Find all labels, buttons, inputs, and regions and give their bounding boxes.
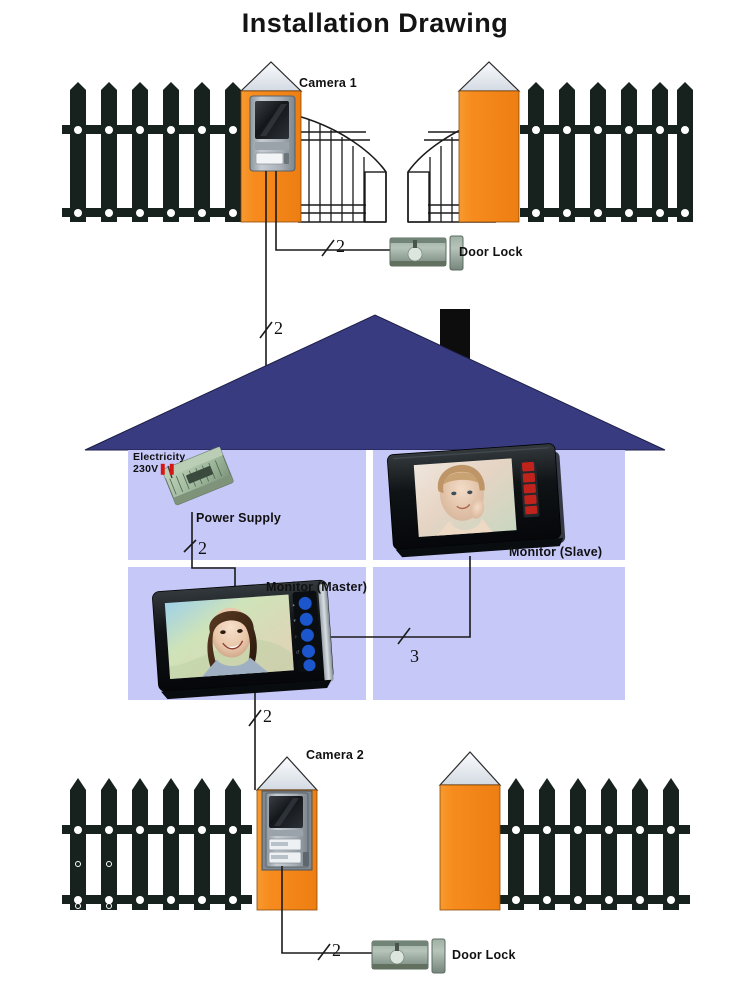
mains-plug-icon: ❚❚ [158,462,177,475]
camera-2-door-station[interactable] [261,790,313,871]
fence-top-left [62,82,252,222]
gate-pillar-bottom-right [438,751,502,911]
camera-1-door-station[interactable] [249,95,296,172]
wire-count-cam2-lock: 2 [332,940,341,960]
svg-text:▴: ▴ [292,602,295,608]
fence-bottom-right [490,778,690,910]
power-supply-module [162,446,234,506]
monitor-slave-label: Monitor (Slave) [509,545,603,559]
wire-count-psu-master: 2 [198,538,207,558]
wire-count-master-cam2: 2 [263,706,272,726]
power-supply-label: Power Supply [196,511,282,525]
wire-count-cam1-house: 2 [274,318,283,338]
svg-text:♪: ♪ [294,634,297,640]
page-title: Installation Drawing [241,8,509,38]
wire-count-cam1-lock: 2 [336,236,345,256]
fence-top-right [520,82,693,222]
gate-pillar-top-right [457,61,521,223]
door-lock-bottom-label: Door Lock [452,948,516,962]
fence-bottom-left [62,778,252,910]
door-lock-top-label: Door Lock [459,245,523,259]
door-lock-top [389,235,464,271]
wiring-master-cam2 [248,693,262,790]
camera-1-label: Camera 1 [299,76,357,90]
wire-count-master-slave: 3 [410,646,419,666]
electricity-label-line2: 230V [133,462,159,475]
svg-text:▾: ▾ [293,618,296,624]
monitor-master-label: Monitor (Master) [266,580,368,594]
svg-text:↺: ↺ [295,650,300,656]
monitor-master[interactable]: ▴ ▾ ♪ ↺ [152,579,334,700]
electricity-label: Electricity 230V❚❚ [133,451,186,475]
wiring-master-slave [313,556,471,645]
electricity-label-line1: Electricity [133,451,186,463]
monitor-slave[interactable] [387,443,566,558]
wiring-cam2-lock [281,866,372,961]
door-lock-bottom [371,938,446,974]
camera-2-label: Camera 2 [306,748,364,762]
